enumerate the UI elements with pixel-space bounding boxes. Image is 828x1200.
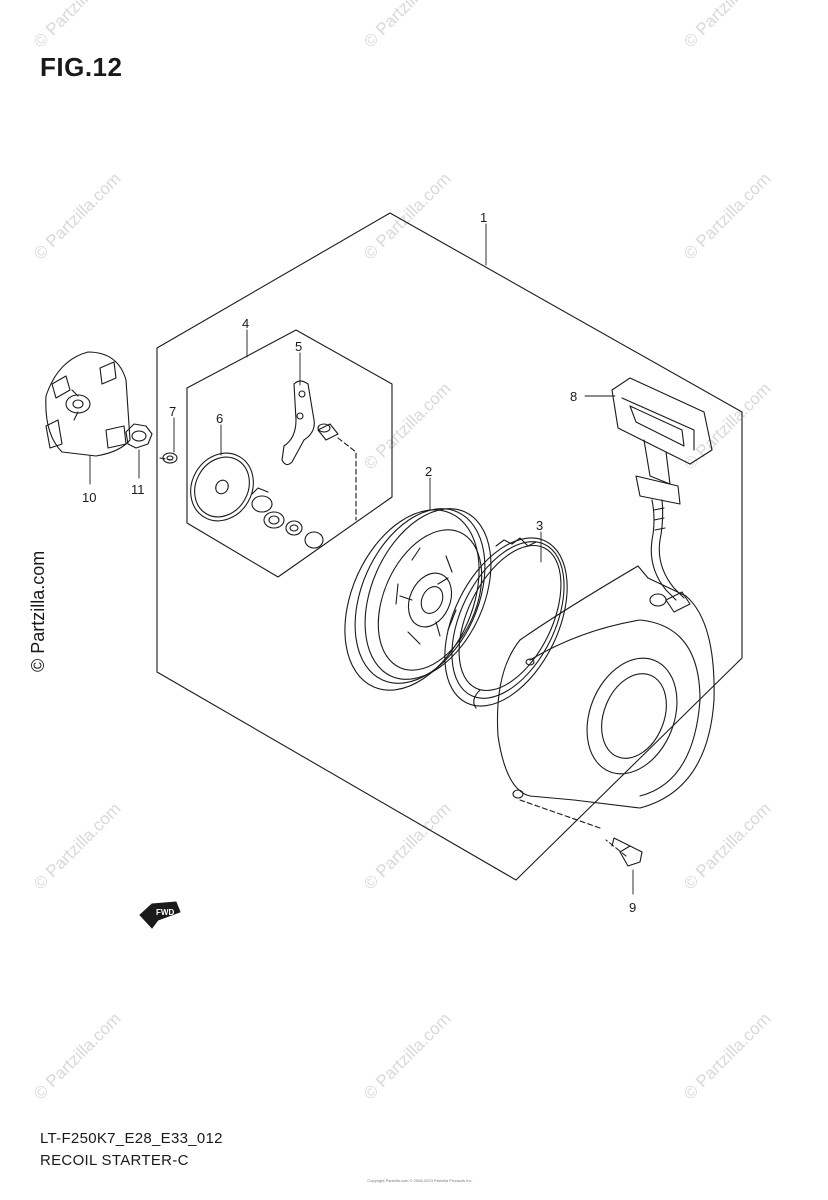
callout-1: 1 xyxy=(480,210,487,225)
callout-5: 5 xyxy=(295,339,302,354)
ratchet-pawl-drawing xyxy=(281,380,315,466)
callout-8: 8 xyxy=(570,389,577,404)
fwd-label: FWD xyxy=(156,908,174,917)
drive-pulley-drawing xyxy=(344,508,492,691)
callout-9: 9 xyxy=(629,900,636,915)
callout-11: 11 xyxy=(131,482,145,497)
assembly-frame xyxy=(156,212,743,881)
bolt-drawing xyxy=(611,837,643,867)
spring-washers-drawing xyxy=(251,487,324,549)
footer-model-code: LT-F250K7_E28_E33_012 xyxy=(40,1130,223,1147)
nut-drawing xyxy=(125,423,153,449)
callout-2: 2 xyxy=(425,464,432,479)
callout-3: 3 xyxy=(536,518,543,533)
ratchet-kit-frame xyxy=(186,329,393,578)
callout-10: 10 xyxy=(82,490,96,505)
pin-drawing xyxy=(317,423,339,441)
starter-cup-drawing xyxy=(45,351,131,457)
callout-leaders xyxy=(89,223,634,895)
assembly-leaders xyxy=(159,437,627,857)
washer-drawing xyxy=(162,452,178,464)
friction-plate-drawing xyxy=(190,452,254,522)
forward-direction-arrow: FWD xyxy=(139,901,181,929)
figure-title: FIG.12 xyxy=(40,52,123,82)
callout-6: 6 xyxy=(216,411,223,426)
recoil-spring-drawing xyxy=(444,537,568,709)
callout-7: 7 xyxy=(169,404,176,419)
starter-housing-drawing xyxy=(496,565,715,809)
callout-4: 4 xyxy=(242,316,249,331)
starter-handle-drawing xyxy=(611,377,713,613)
copyright-notice: Copyright Partzilla.com © 2008-2023 Part… xyxy=(367,1178,473,1183)
footer-section-name: RECOIL STARTER-C xyxy=(40,1152,189,1169)
